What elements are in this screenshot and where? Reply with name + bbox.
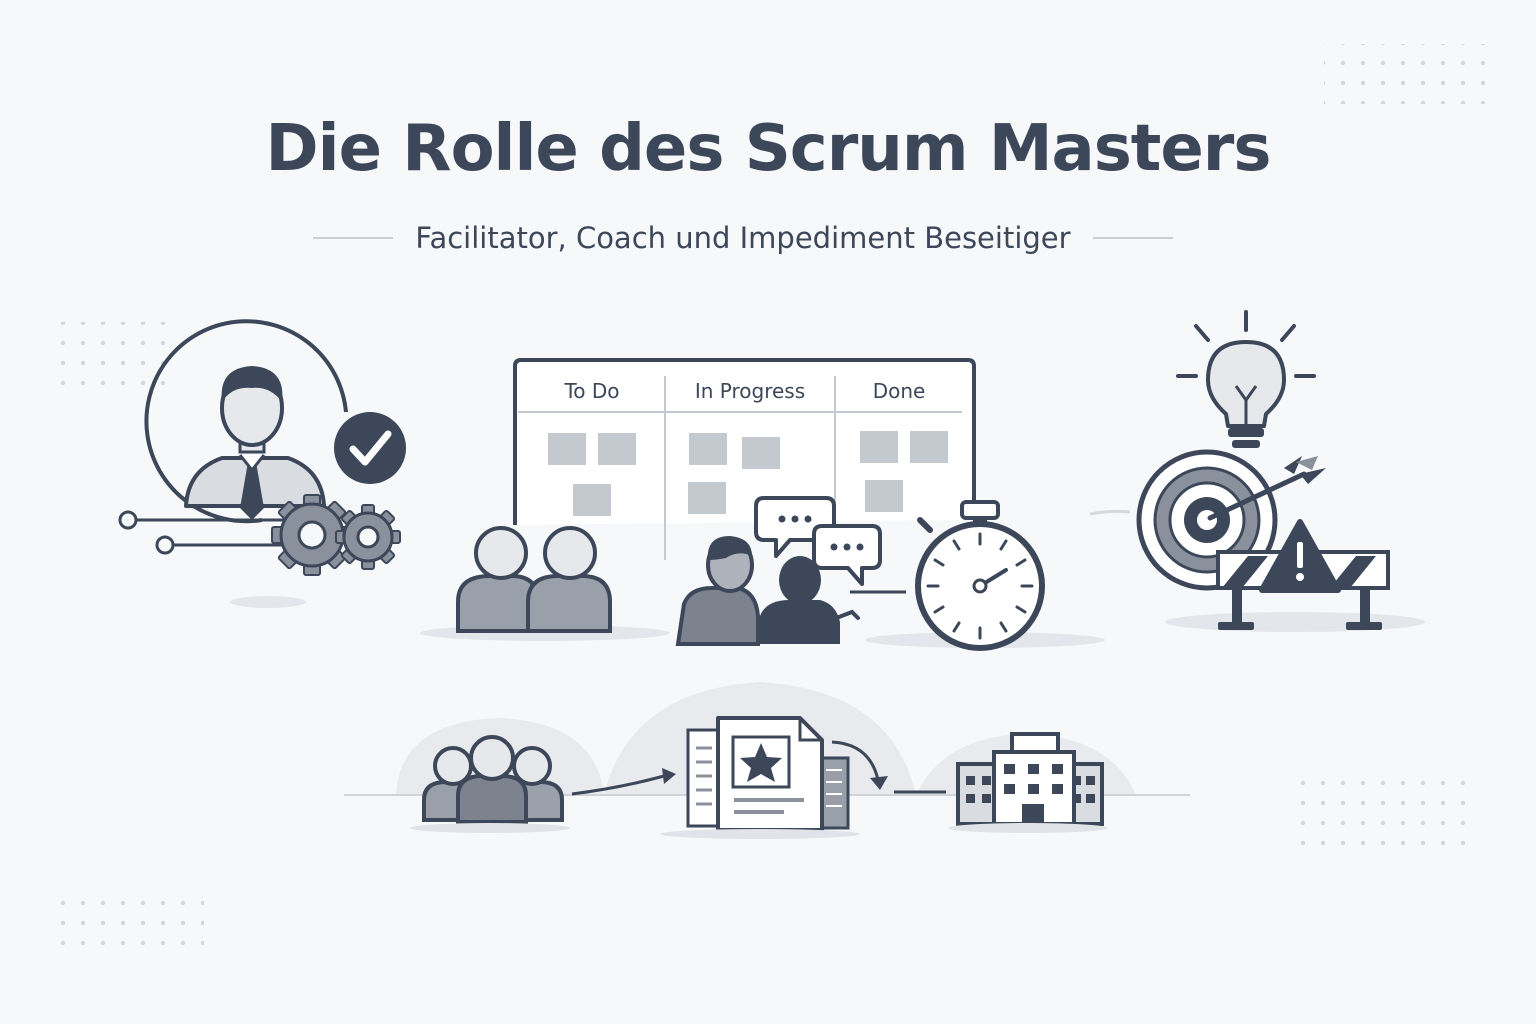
gears-icon — [271, 494, 401, 576]
bottom-shadows — [410, 823, 1108, 839]
subtitle-rule-right — [1092, 237, 1173, 239]
subtitle-row: Facilitator, Coach und Impediment Beseit… — [250, 218, 1236, 258]
board-column-todo: To Do — [563, 379, 619, 403]
connector-lines — [118, 510, 290, 555]
scrum-board: To Do In Progress Done — [513, 358, 976, 560]
stopwatch-icon — [915, 500, 1045, 651]
flow-arrow-team-to-document — [571, 768, 676, 796]
scrum-master-person-icon — [144, 319, 348, 524]
organization-building-icon — [956, 732, 1104, 826]
check-badge-icon — [334, 412, 406, 484]
connector-line — [1089, 509, 1131, 516]
board-column-done: Done — [873, 379, 926, 403]
target-arrow-icon — [1136, 449, 1326, 591]
subtitle-rule-left — [313, 237, 394, 239]
chat-bubble-icon — [754, 496, 882, 586]
decorative-dots — [54, 44, 1494, 958]
flow-arrow-document-to-organization — [831, 740, 946, 794]
task-cards — [548, 431, 948, 516]
page-title: Die Rolle des Scrum Masters — [265, 112, 1272, 186]
barrier-warning-icon — [1216, 519, 1390, 630]
document-star-icon — [686, 716, 850, 832]
board-column-in-progress: In Progress — [695, 379, 805, 403]
team-pair-icon — [456, 526, 612, 633]
page-subtitle: Facilitator, Coach und Impediment Beseit… — [415, 221, 1071, 255]
team-group-icon — [422, 735, 564, 824]
discussion-people-icon — [675, 536, 860, 646]
lightbulb-icon — [1176, 310, 1316, 448]
